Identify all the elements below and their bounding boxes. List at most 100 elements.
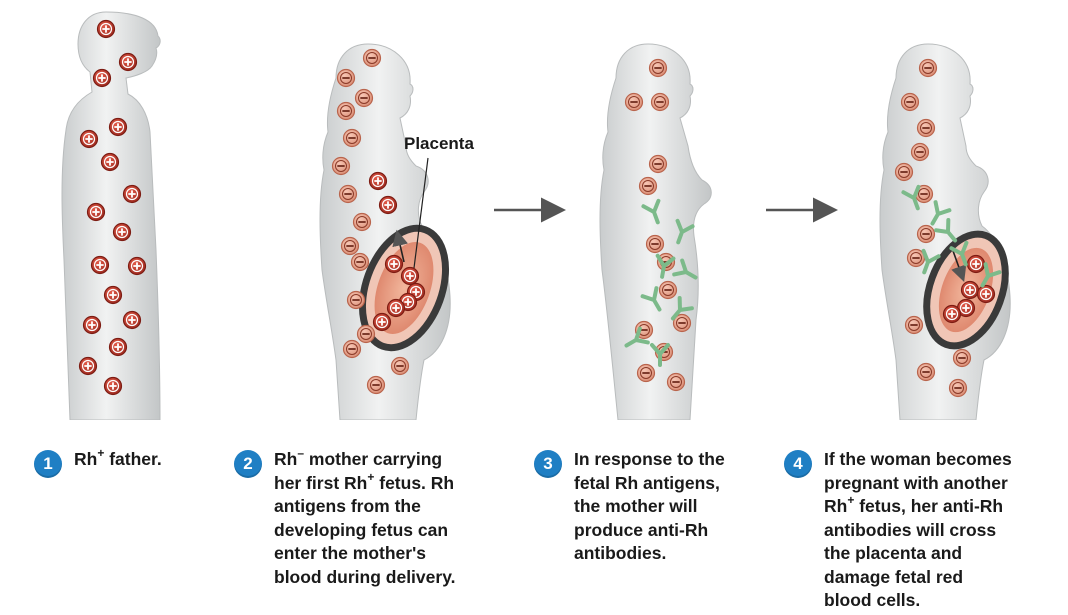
caption-line: antigens from the — [274, 496, 421, 516]
negative-antigen-icon — [916, 362, 936, 382]
mother-antibody-response-figure — [599, 43, 712, 420]
positive-antigen-icon — [96, 19, 116, 39]
positive-antigen-icon — [100, 152, 120, 172]
negative-antigen-icon — [904, 315, 924, 335]
caption-line: pregnant with another — [824, 472, 1008, 493]
positive-antigen-icon — [108, 117, 128, 137]
negative-antigen-icon — [342, 128, 362, 148]
step-3-caption: 3 In response to the fetal Rh antigens, th… — [534, 448, 725, 566]
positive-antigen-icon — [942, 304, 962, 324]
step-4-number-badge: 4 — [784, 450, 812, 478]
negative-antigen-icon — [658, 280, 678, 300]
positive-antigen-icon — [92, 68, 112, 88]
negative-antigen-icon — [650, 92, 670, 112]
negative-antigen-icon — [648, 58, 668, 78]
negative-antigen-icon — [916, 224, 936, 244]
positive-antigen-icon — [378, 195, 398, 215]
negative-antigen-icon — [346, 290, 366, 310]
caption-line: developing fetus can — [274, 519, 449, 540]
positive-antigen-icon — [78, 356, 98, 376]
positive-antigen-icon — [118, 52, 138, 72]
father-body — [61, 11, 161, 420]
negative-antigen-icon — [910, 142, 930, 162]
positive-antigen-icon — [122, 184, 142, 204]
placenta-to-mother-arrow — [392, 229, 408, 263]
negative-antigen-icon — [648, 154, 668, 174]
step-1-caption: 1 Rh+ father. — [34, 446, 162, 478]
caption-line: Rh+ father. — [74, 446, 162, 469]
antibody-crossing-arrow — [951, 247, 967, 283]
positive-antigen-icon — [386, 298, 406, 318]
positive-antigen-icon — [122, 310, 142, 330]
negative-antigen-icon — [340, 236, 360, 256]
step-3-text: In response to the fetal Rh antigens, the … — [574, 448, 725, 566]
positive-antigen-icon — [400, 266, 420, 286]
placenta-pointer-line — [413, 157, 429, 269]
positive-antigen-icon — [103, 285, 123, 305]
positive-antigen-icon — [86, 202, 106, 222]
negative-antigen-icon — [350, 252, 370, 272]
negative-antigen-icon — [356, 324, 376, 344]
father-figure — [61, 11, 161, 420]
positive-antigen-icon — [372, 312, 392, 332]
caption-line: the mother will — [574, 496, 698, 516]
positive-antigen-icon — [108, 337, 128, 357]
negative-antigen-icon — [638, 176, 658, 196]
positive-antigen-icon — [79, 129, 99, 149]
negative-antigen-icon — [636, 363, 656, 383]
rh-incompatibility-figure: Placenta — [61, 11, 1011, 420]
negative-antigen-icon — [352, 212, 372, 232]
negative-antigen-icon — [338, 184, 358, 204]
positive-antigen-icon — [368, 171, 388, 191]
step-3-number-badge: 3 — [534, 450, 562, 478]
positive-antigen-icon — [103, 376, 123, 396]
caption-line: the placenta and — [824, 543, 963, 563]
positive-antigen-icon — [127, 256, 147, 276]
negative-antigen-icon — [336, 101, 356, 121]
caption-line: If the woman becomes — [824, 449, 1012, 469]
positive-antigen-icon — [82, 315, 102, 335]
caption-line: Rh+ fetus, her anti-Rh — [824, 493, 1004, 516]
positive-antigen-icon — [976, 284, 996, 304]
caption-line: antibodies will cross — [824, 519, 997, 540]
negative-antigen-icon — [362, 48, 382, 68]
negative-antigen-icon — [916, 118, 936, 138]
positive-antigen-icon — [960, 280, 980, 300]
mother-first-pregnancy-figure: Placenta — [319, 43, 474, 420]
caption-line: antibodies. — [574, 543, 667, 563]
negative-antigen-icon — [894, 162, 914, 182]
caption-line: enter the mother's — [274, 543, 426, 563]
negative-antigen-icon — [390, 356, 410, 376]
negative-antigen-icon — [342, 339, 362, 359]
step-4-text: If the woman becomes pregnant with anothe… — [824, 448, 1012, 613]
placenta-label: Placenta — [404, 134, 474, 153]
mother-second-pregnancy-figure — [879, 43, 1011, 420]
positive-antigen-icon — [90, 255, 110, 275]
caption-line: blood cells. — [824, 590, 921, 610]
negative-antigen-icon — [952, 348, 972, 368]
caption-line: fetal Rh antigens, — [574, 472, 720, 493]
caption-line: Rh– mother carrying — [274, 446, 443, 469]
negative-antigen-icon — [666, 372, 686, 392]
negative-antigen-icon — [900, 92, 920, 112]
negative-antigen-icon — [331, 156, 351, 176]
positive-antigen-icon — [384, 254, 404, 274]
step-4-caption: 4 If the woman becomes pregnant with anot… — [784, 448, 1012, 613]
negative-antigen-icon — [918, 58, 938, 78]
caption-line: produce anti-Rh — [574, 519, 709, 540]
negative-antigen-icon — [624, 92, 644, 112]
caption-line: blood during delivery. — [274, 566, 456, 587]
step-1-number-badge: 1 — [34, 450, 62, 478]
caption-line: damage fetal red — [824, 566, 964, 587]
step-2-number-badge: 2 — [234, 450, 262, 478]
caption-line: In response to the — [574, 449, 725, 469]
negative-antigen-icon — [336, 68, 356, 88]
caption-line: her first Rh+ fetus. Rh — [274, 469, 455, 493]
positive-antigen-icon — [966, 254, 986, 274]
negative-antigen-icon — [354, 88, 374, 108]
negative-antigen-icon — [645, 234, 665, 254]
positive-antigen-icon — [112, 222, 132, 242]
negative-antigen-icon — [948, 378, 968, 398]
